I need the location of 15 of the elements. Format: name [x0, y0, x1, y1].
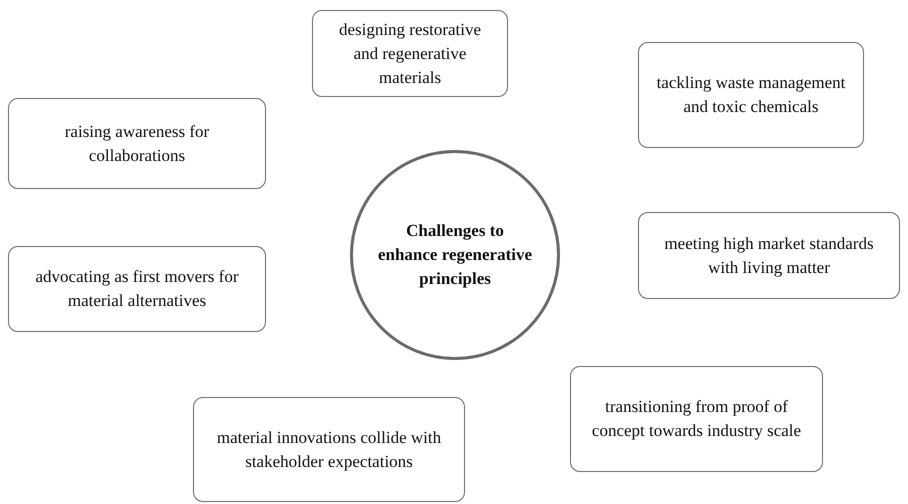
box-text: tackling waste management and toxic chemicals — [656, 72, 846, 118]
box-text: transitioning from proof of concept towards industry scale — [590, 396, 802, 442]
box-text: meeting high market standards with living matter — [663, 232, 875, 279]
rounded-box — [8, 98, 266, 189]
box-text: material innovations collide with stakeholder expectations — [216, 426, 442, 473]
box-text: raising awareness for collaborations — [64, 120, 210, 166]
box-text: advocating as first movers for material alternatives — [34, 266, 240, 312]
rounded-box — [570, 366, 823, 472]
rounded-box — [312, 10, 508, 97]
box-text: designing restorative and regenerative materials — [338, 18, 482, 88]
center-title: Challenges to enhance regenerative principles — [377, 220, 533, 290]
rounded-box — [8, 246, 266, 332]
rounded-box — [638, 212, 900, 299]
rounded-box — [193, 397, 465, 502]
rounded-box — [638, 42, 864, 148]
